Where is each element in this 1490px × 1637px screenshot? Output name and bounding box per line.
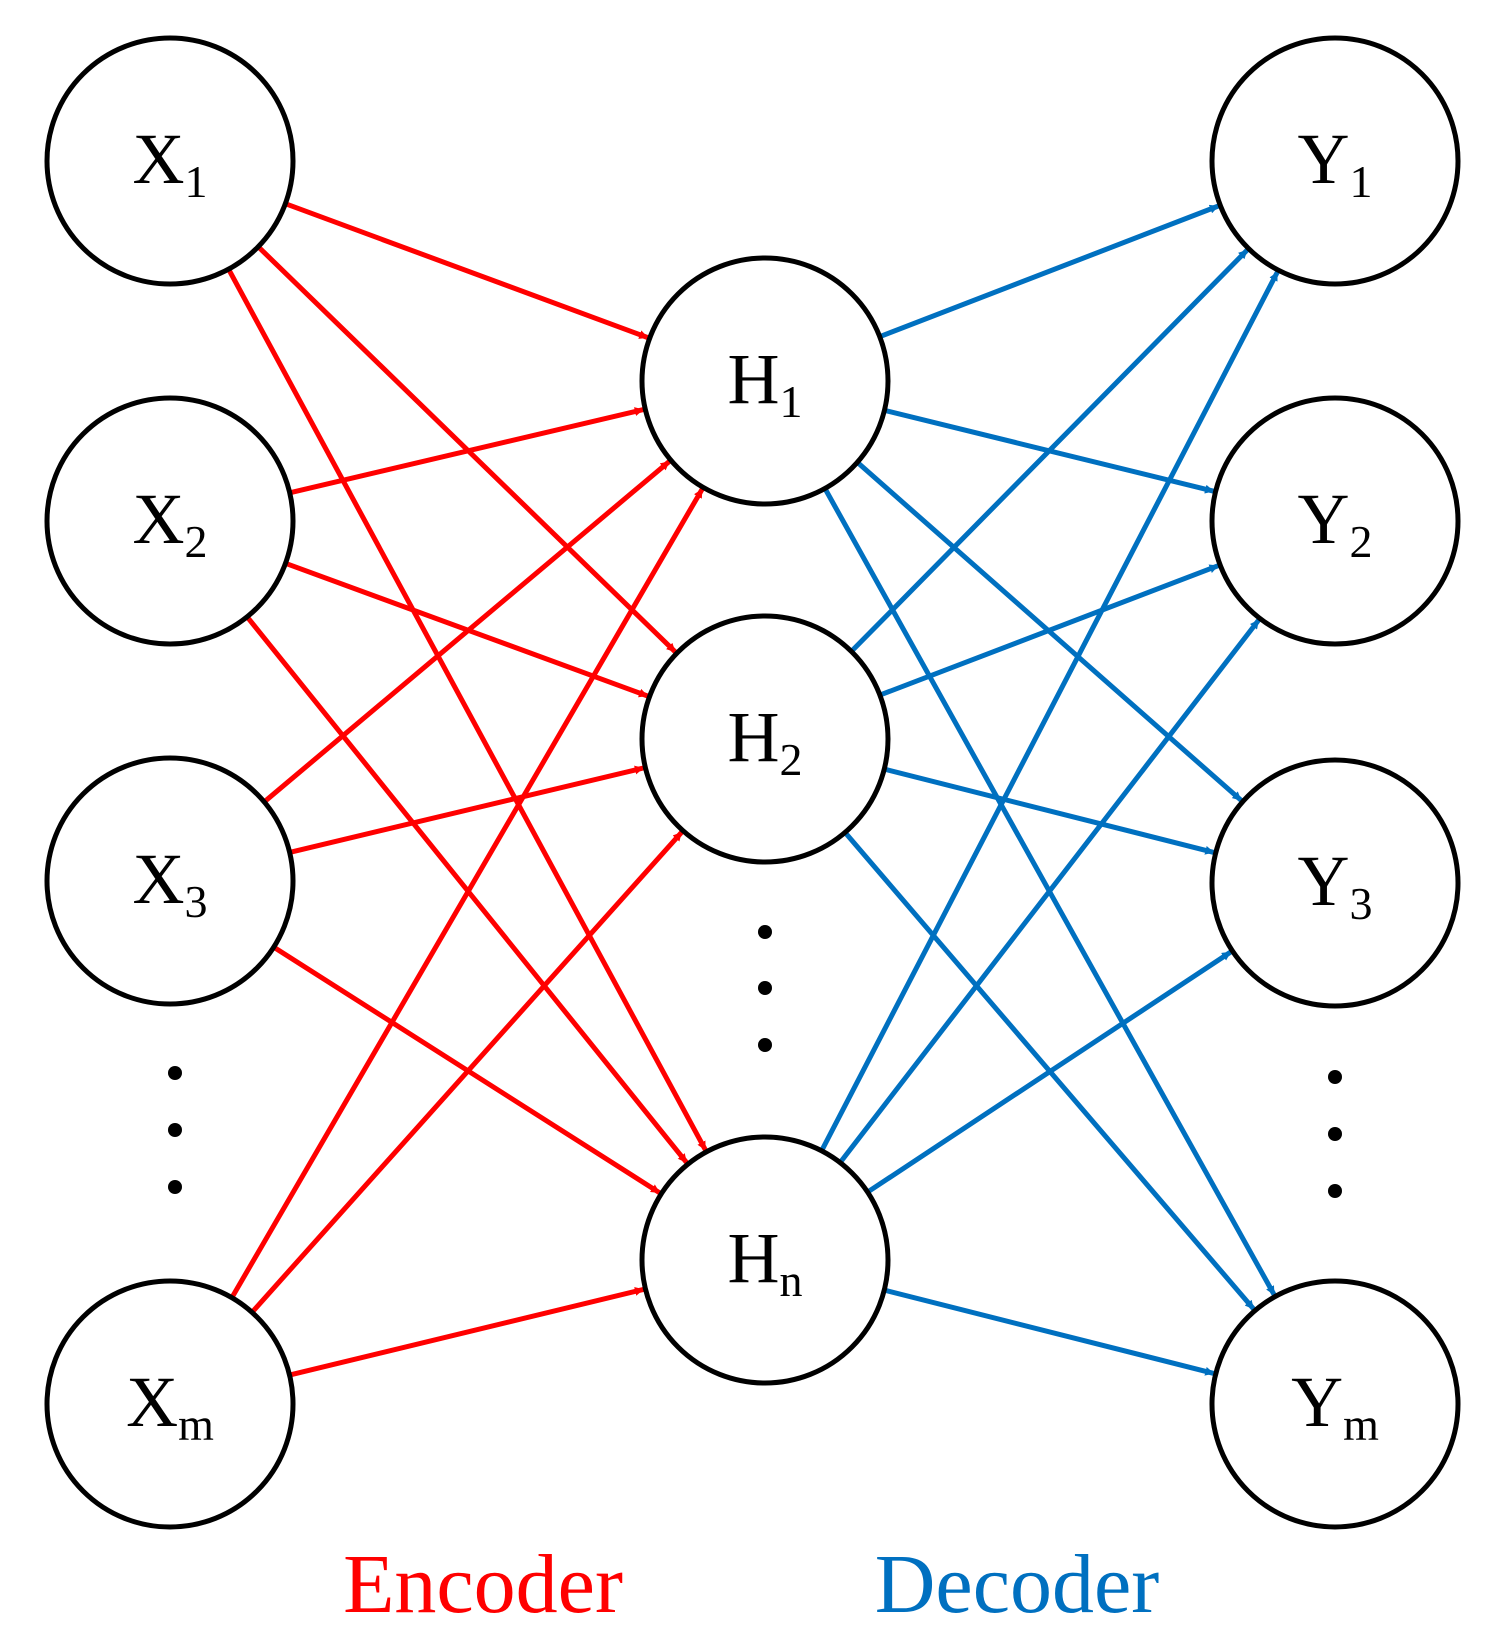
node-circle — [1209, 395, 1461, 647]
input-ellipsis — [168, 1066, 182, 1194]
node-label-subscript: m — [178, 1399, 214, 1450]
node-label-subscript: 1 — [185, 156, 208, 207]
node-label-base: H — [728, 339, 780, 419]
edge-Hn-Y3 — [865, 949, 1234, 1195]
node-circle — [639, 1134, 891, 1386]
node-circle — [639, 613, 891, 865]
node-Xm: Xm — [44, 1278, 296, 1530]
node-label-subscript: 2 — [1350, 516, 1373, 567]
edge-Xm-Hn — [287, 1286, 646, 1378]
node-label-subscript: m — [1343, 1399, 1379, 1450]
node-label-base: Y — [1291, 1362, 1343, 1442]
edge-X1-Hn — [226, 266, 708, 1153]
node-label: Y3 — [1298, 841, 1373, 929]
node-label: X3 — [133, 839, 208, 927]
node-label: Y2 — [1298, 479, 1373, 567]
hidden-ellipsis — [758, 925, 772, 1052]
node-label-subscript: 2 — [185, 516, 208, 567]
node-label: H1 — [728, 339, 803, 427]
node-circle — [44, 755, 296, 1007]
node-Y1: Y1 — [1209, 35, 1461, 287]
node-Ym: Ym — [1209, 1278, 1461, 1530]
node-X2: X2 — [44, 395, 296, 647]
node-label: X1 — [133, 119, 208, 207]
node-label-base: Y — [1298, 479, 1350, 559]
node-label-base: H — [728, 1218, 780, 1298]
node-label-subscript: 3 — [185, 876, 208, 927]
edge-Xm-H2 — [249, 829, 685, 1315]
node-H1: H1 — [639, 255, 891, 507]
node-circle — [44, 395, 296, 647]
decoder-caption: Decoder — [875, 1538, 1160, 1631]
node-Hn: Hn — [639, 1134, 891, 1386]
node-circle — [44, 1278, 296, 1530]
node-label-base: X — [133, 839, 185, 919]
node-label: H2 — [728, 697, 803, 785]
node-label-base: X — [126, 1362, 178, 1442]
node-label-base: H — [728, 697, 780, 777]
encoder-edges — [226, 201, 708, 1378]
node-label-base: Y — [1298, 841, 1350, 921]
edge-Hn-Ym — [881, 1287, 1217, 1376]
node-label-base: X — [133, 479, 185, 559]
decoder-edges — [819, 203, 1280, 1376]
node-label-subscript: 2 — [780, 734, 803, 785]
edge-X1-H1 — [282, 201, 651, 341]
node-label: Y1 — [1298, 119, 1373, 207]
node-label-subscript: 1 — [1350, 156, 1373, 207]
node-label: Hn — [728, 1218, 803, 1306]
edge-H2-Y3 — [881, 766, 1217, 855]
encoder-caption: Encoder — [343, 1538, 623, 1631]
node-circle — [44, 35, 296, 287]
edge-Xm-H1 — [229, 486, 705, 1301]
node-label: Ym — [1291, 1362, 1379, 1450]
edge-X3-H1 — [261, 458, 672, 805]
node-H2: H2 — [639, 613, 891, 865]
node-label-base: Y — [1298, 119, 1350, 199]
node-circle — [639, 255, 891, 507]
node-circle — [1209, 757, 1461, 1009]
node-label-subscript: 1 — [780, 376, 803, 427]
edge-Hn-Y2 — [837, 617, 1262, 1166]
node-Y2: Y2 — [1209, 395, 1461, 647]
edge-X3-H2 — [287, 765, 646, 855]
node-X1: X1 — [44, 35, 296, 287]
node-label-subscript: n — [780, 1255, 803, 1306]
node-circle — [1209, 1278, 1461, 1530]
node-X3: X3 — [44, 755, 296, 1007]
node-label-subscript: 3 — [1350, 878, 1373, 929]
edge-X2-H1 — [287, 407, 646, 496]
node-label: Xm — [126, 1362, 214, 1450]
edge-Hn-Y1 — [819, 269, 1280, 1154]
edge-H2-Y1 — [848, 247, 1250, 654]
output-ellipsis — [1328, 1070, 1342, 1198]
node-circle — [1209, 35, 1461, 287]
edge-H1-Y1 — [877, 203, 1221, 340]
node-label-base: X — [133, 119, 185, 199]
edge-H2-Y2 — [877, 563, 1221, 698]
node-Y3: Y3 — [1209, 757, 1461, 1009]
node-label: X2 — [133, 479, 208, 567]
